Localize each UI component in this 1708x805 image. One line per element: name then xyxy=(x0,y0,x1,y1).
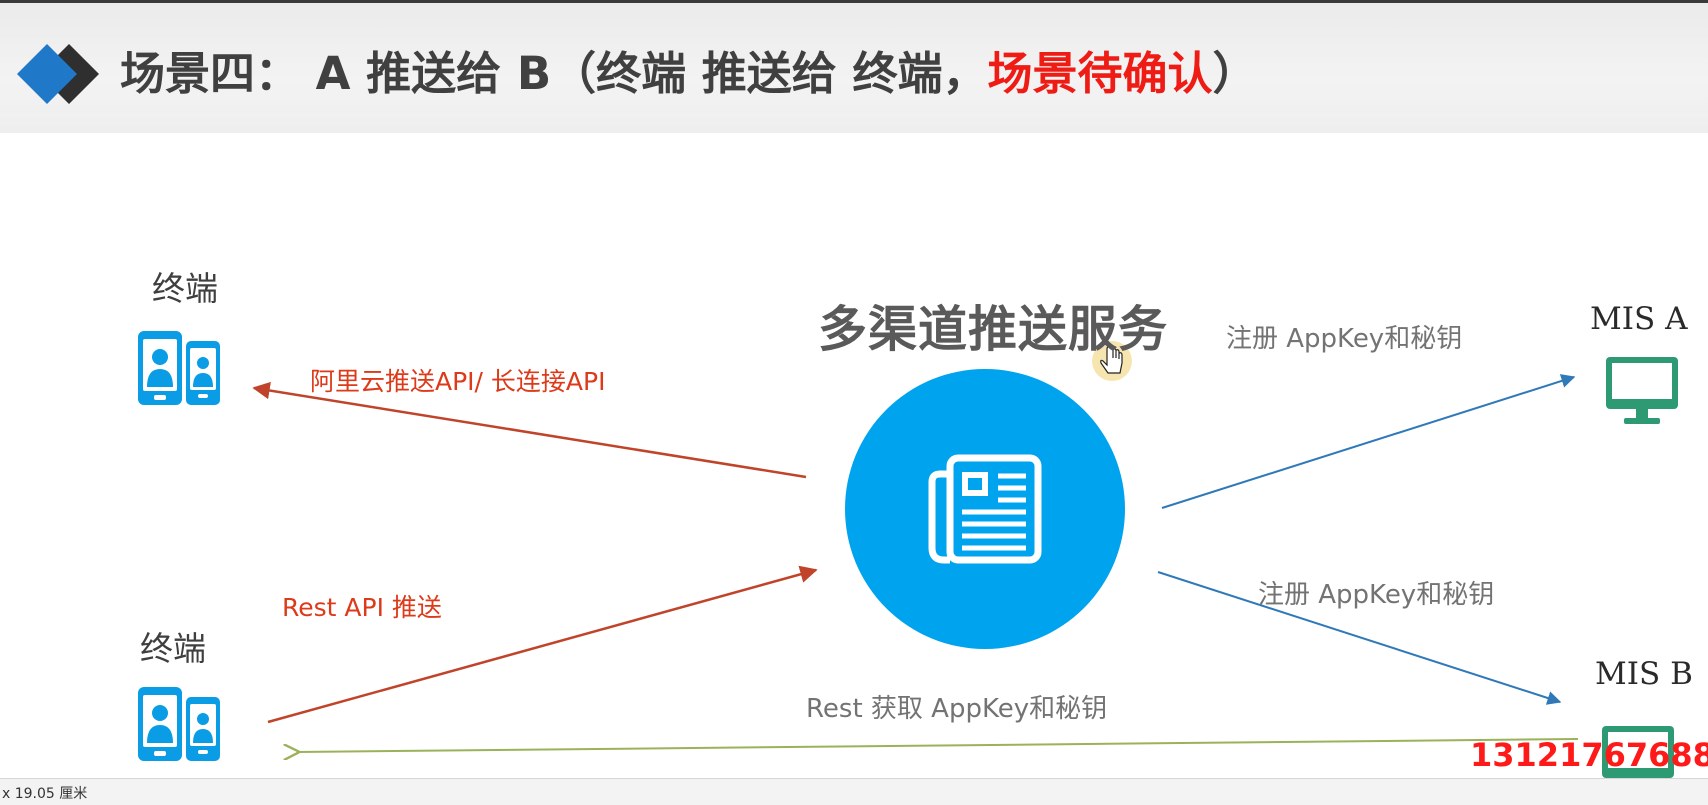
status-bar-text: x 19.05 厘米 xyxy=(2,786,88,802)
mobile-devices-icon xyxy=(138,687,220,761)
service-title: 多渠道推送服务 xyxy=(818,301,1169,358)
slide-title-main: 场景四： A 推送给 B（终端 推送给 终端， xyxy=(120,47,988,100)
newspaper-icon xyxy=(928,454,1042,564)
edge-label-service-to-mis-a: 注册 AppKey和秘钥 xyxy=(1226,324,1463,354)
edge-label-service-to-mis-b: 注册 AppKey和秘钥 xyxy=(1258,580,1495,610)
chevron-left-icon[interactable]: ‹ xyxy=(82,782,88,798)
arrow-terminal-bottom-to-service xyxy=(267,565,818,724)
edge-label-terminal-bottom-to-service: Rest API 推送 xyxy=(282,593,442,622)
slide-title-highlight: 场景待确认 xyxy=(987,47,1213,100)
slide-title: 场景四： A 推送给 B（终端 推送给 终端，场景待确认） xyxy=(120,39,1258,109)
arrow-mis-b-to-terminal-bottom xyxy=(298,738,1579,752)
arrow-service-to-mis-b xyxy=(1157,571,1562,705)
slide-header: 场景四： A 推送给 B（终端 推送给 终端，场景待确认） xyxy=(0,3,1708,133)
mobile-devices-icon xyxy=(138,331,220,405)
arrow-service-to-mis-a xyxy=(1161,374,1576,509)
slide-title-end: ） xyxy=(1212,47,1258,100)
arrow-service-to-terminal-top xyxy=(252,381,807,479)
monitor-icon xyxy=(1606,357,1678,424)
overlay-phone-number: 13121767688 xyxy=(1470,736,1708,774)
top-border xyxy=(0,0,1708,3)
diamond-logo-icon xyxy=(17,44,99,104)
mis-b-label: MIS B xyxy=(1595,656,1693,692)
status-bar: x 19.05 厘米 ‹ xyxy=(0,778,1708,805)
edge-label-mis-b-to-terminal-bottom: Rest 获取 AppKey和秘钥 xyxy=(806,694,1108,724)
monitor-icon xyxy=(1602,726,1674,778)
hand-cursor-icon xyxy=(1092,341,1132,381)
terminal-bottom-label: 终端 xyxy=(140,629,206,668)
terminal-top-label: 终端 xyxy=(152,269,218,308)
edge-label-service-to-terminal-top: 阿里云推送API/ 长连接API xyxy=(310,367,606,396)
service-node-circle xyxy=(845,369,1125,649)
mis-a-label: MIS A xyxy=(1590,301,1688,337)
